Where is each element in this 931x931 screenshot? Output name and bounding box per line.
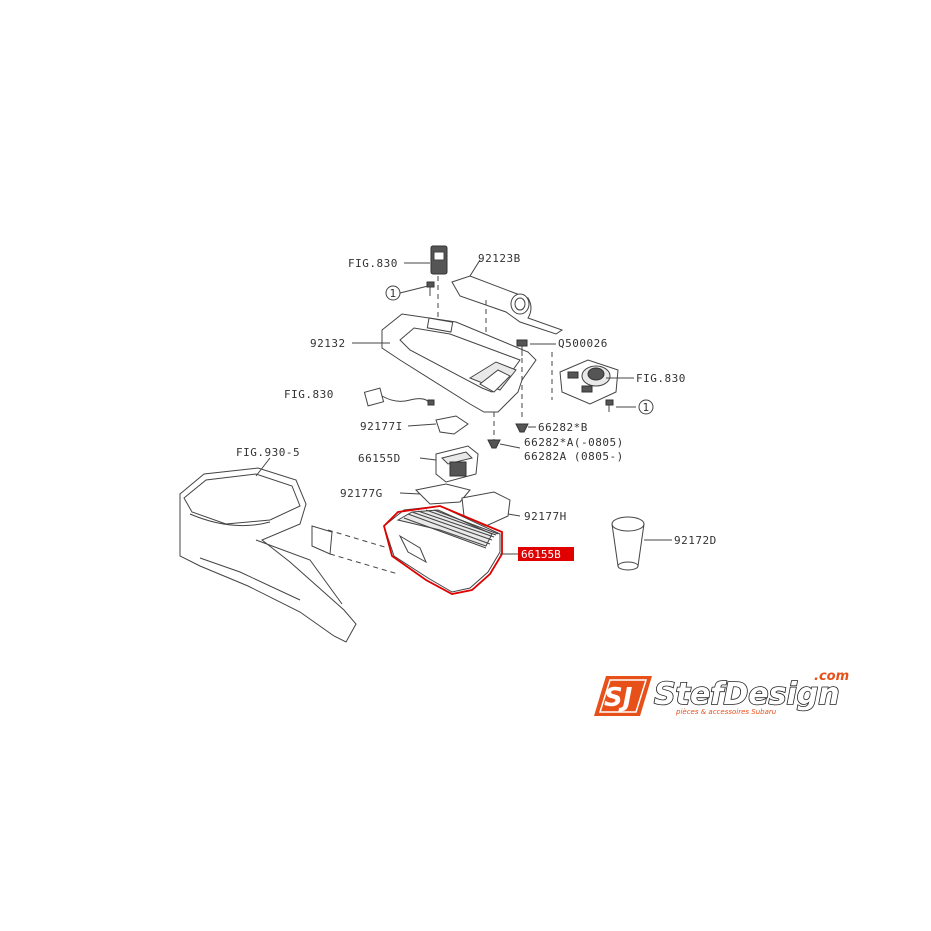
label-fig830-left[interactable]: FIG.830 xyxy=(284,388,334,401)
label-92123B[interactable]: 92123B xyxy=(478,252,521,265)
shifter-bezel-part xyxy=(559,359,619,405)
armrest-console-body xyxy=(179,467,357,643)
console-panel-92132 xyxy=(381,313,537,413)
label-92132[interactable]: 92132 xyxy=(310,337,346,350)
label-92177G[interactable]: 92177G xyxy=(340,487,383,500)
circle-ref-left: 1 xyxy=(385,285,401,301)
label-92172D[interactable]: 92172D xyxy=(674,534,717,547)
stefdesign-logo: SJ StefDesign .com pièces & accessoires … xyxy=(594,669,849,716)
logo-mark: SJ xyxy=(604,683,633,713)
logo-name: StefDesign xyxy=(654,677,840,712)
label-fig830-top[interactable]: FIG.830 xyxy=(348,257,398,270)
mat-92177G xyxy=(414,483,471,505)
label-66282A-new[interactable]: 66282A (0805-) xyxy=(524,450,624,463)
switch-part-top xyxy=(430,245,448,275)
tray-66155B xyxy=(382,505,503,595)
screw-right xyxy=(605,399,614,412)
label-66282B[interactable]: 66282*B xyxy=(538,421,588,434)
logo-domain: .com xyxy=(814,669,849,684)
label-fig830-right[interactable]: FIG.830 xyxy=(636,372,686,385)
label-66282A-old[interactable]: 66282*A(-0805) xyxy=(524,436,624,449)
trim-strip-92123B xyxy=(451,275,564,335)
label-66155B[interactable]: 66155B xyxy=(521,548,561,561)
clip-66282A xyxy=(487,439,501,449)
cup-holder-66155D xyxy=(435,445,479,483)
clip-66282B xyxy=(515,423,529,433)
circle-ref-right-text: 1 xyxy=(642,401,649,414)
usb-harness-part xyxy=(363,387,435,407)
clip-Q500026 xyxy=(516,339,528,356)
logo-tagline: pièces & accessoires Subaru xyxy=(675,708,777,716)
circle-ref-left-text: 1 xyxy=(389,287,396,300)
leader-lines xyxy=(255,259,672,555)
label-fig930-5[interactable]: FIG.930-5 xyxy=(236,446,300,459)
circle-ref-right: 1 xyxy=(638,399,654,415)
mat-92177I xyxy=(435,415,469,435)
label-66155D[interactable]: 66155D xyxy=(358,452,401,465)
label-Q500026[interactable]: Q500026 xyxy=(558,337,608,350)
label-92177I[interactable]: 92177I xyxy=(360,420,403,433)
cup-92172D xyxy=(611,516,645,571)
label-92177H[interactable]: 92177H xyxy=(524,510,567,523)
screw-top xyxy=(426,281,435,296)
label-66155B-highlight[interactable]: 66155B xyxy=(518,547,574,561)
